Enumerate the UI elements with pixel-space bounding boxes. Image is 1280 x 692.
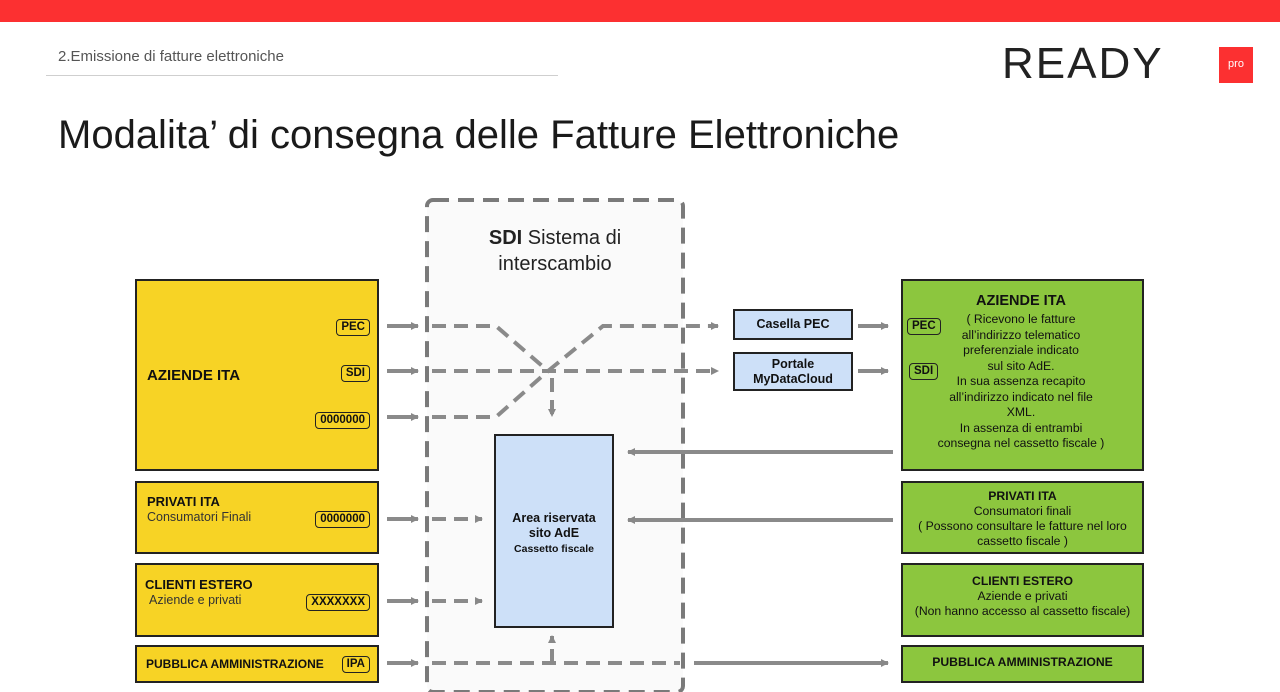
right-estero-line: Aziende e privati bbox=[977, 589, 1068, 603]
right-estero-title: CLIENTI ESTERO bbox=[972, 574, 1073, 588]
portale-line1: Portale bbox=[771, 357, 815, 371]
tag-codice: 0000000 bbox=[315, 412, 370, 429]
area-line3: Cassetto fiscale bbox=[514, 543, 594, 555]
left-privati-box: PRIVATI ITA Consumatori Finali 0000000 bbox=[135, 481, 379, 554]
left-pa-label: PUBBLICA AMMINISTRAZIONE bbox=[146, 657, 324, 671]
tag-pec: PEC bbox=[336, 319, 370, 336]
area-label: Area riservata sito AdE Cassetto fiscale bbox=[496, 511, 612, 557]
right-aziende-line: sul sito AdE. bbox=[987, 358, 1055, 373]
right-privati-box: PRIVATI ITA Consumatori finali ( Possono… bbox=[901, 481, 1144, 554]
sdi-title: SDI Sistema di interscambio bbox=[455, 225, 655, 277]
sdi-title-rest: Sistema di bbox=[527, 227, 622, 249]
tag-estero-codice: XXXXXXX bbox=[306, 594, 370, 611]
logo-pro-badge: pro bbox=[1219, 47, 1253, 83]
path-cross-pec-out bbox=[546, 322, 719, 373]
casella-pec-box: Casella PEC bbox=[733, 309, 853, 340]
portale-label: Portale MyDataCloud bbox=[735, 357, 851, 387]
top-accent-bar bbox=[0, 0, 1280, 22]
tag-ipa: IPA bbox=[341, 656, 370, 673]
left-estero-label: CLIENTI ESTERO bbox=[145, 577, 253, 592]
right-aziende-line: preferenziale indicato bbox=[963, 343, 1079, 357]
area-line2: sito AdE bbox=[528, 526, 580, 540]
right-pa-box: PUBBLICA AMMINISTRAZIONE bbox=[901, 645, 1144, 683]
right-estero-box: CLIENTI ESTERO Aziende e privati (Non ha… bbox=[901, 563, 1144, 637]
left-estero-sub: Aziende e privati bbox=[149, 593, 242, 607]
right-estero-line: (Non hanno accesso al cassetto fiscale) bbox=[914, 604, 1131, 618]
right-privati-line: cassetto fiscale ) bbox=[977, 534, 1068, 548]
path-code-cross bbox=[432, 369, 550, 419]
section-divider bbox=[46, 75, 558, 76]
left-estero-box: CLIENTI ESTERO Aziende e privati XXXXXXX bbox=[135, 563, 379, 637]
right-aziende-line: consegna nel cassetto fiscale ) bbox=[937, 436, 1105, 450]
right-aziende-line: ( Ricevono le fatture bbox=[966, 312, 1076, 326]
right-tag-pec: PEC bbox=[907, 318, 941, 335]
left-privati-label: PRIVATI ITA bbox=[147, 494, 220, 509]
ready-pro-logo: READY pro bbox=[1002, 39, 1254, 88]
section-label: 2.Emissione di fatture elettroniche bbox=[58, 48, 284, 65]
right-aziende-line: In assenza di entrambi bbox=[959, 420, 1083, 435]
right-aziende-desc: ( Ricevono le fatture all’indirizzo tele… bbox=[931, 312, 1111, 452]
right-privati-line: Consumatori finali bbox=[973, 504, 1072, 518]
area-line1: Area riservata bbox=[512, 511, 596, 525]
casella-pec-label: Casella PEC bbox=[756, 317, 830, 331]
right-tag-sdi: SDI bbox=[909, 363, 939, 380]
sdi-title-bold: SDI bbox=[488, 227, 523, 249]
right-privati-text: PRIVATI ITA Consumatori finali ( Possono… bbox=[903, 489, 1142, 549]
right-estero-text: CLIENTI ESTERO Aziende e privati (Non ha… bbox=[903, 574, 1142, 619]
right-aziende-line: In sua assenza recapito bbox=[956, 374, 1086, 388]
slide-title: Modalita’ di consegna delle Fatture Elet… bbox=[58, 113, 900, 157]
right-privati-line: ( Possono consultare le fatture nel loro bbox=[918, 519, 1127, 533]
right-aziende-line: XML. bbox=[1006, 405, 1036, 419]
sdi-title-line2: interscambio bbox=[498, 253, 612, 275]
right-aziende-line: all’indirizzo indicato nel file bbox=[949, 389, 1093, 404]
right-aziende-title: AZIENDE ITA bbox=[976, 293, 1066, 309]
right-aziende-box: PEC SDI AZIENDE ITA ( Ricevono le fattur… bbox=[901, 279, 1144, 471]
left-pa-box: PUBBLICA AMMINISTRAZIONE IPA bbox=[135, 645, 379, 683]
right-aziende-line: all’indirizzo telematico bbox=[961, 327, 1081, 342]
portale-line2: MyDataCloud bbox=[753, 372, 833, 386]
right-pa-title: PUBBLICA AMMINISTRAZIONE bbox=[932, 655, 1113, 669]
right-privati-title: PRIVATI ITA bbox=[988, 489, 1057, 503]
tag-privati-codice: 0000000 bbox=[315, 511, 370, 528]
left-privati-sub: Consumatori Finali bbox=[147, 510, 252, 524]
tag-sdi: SDI bbox=[340, 365, 370, 382]
left-aziende-box: AZIENDE ITA PEC SDI 0000000 bbox=[135, 279, 379, 471]
area-riservata-box: Area riservata sito AdE Cassetto fiscale bbox=[494, 434, 614, 628]
left-aziende-label: AZIENDE ITA bbox=[147, 367, 241, 384]
logo-text: READY bbox=[1002, 39, 1164, 88]
portale-box: Portale MyDataCloud bbox=[733, 352, 853, 391]
